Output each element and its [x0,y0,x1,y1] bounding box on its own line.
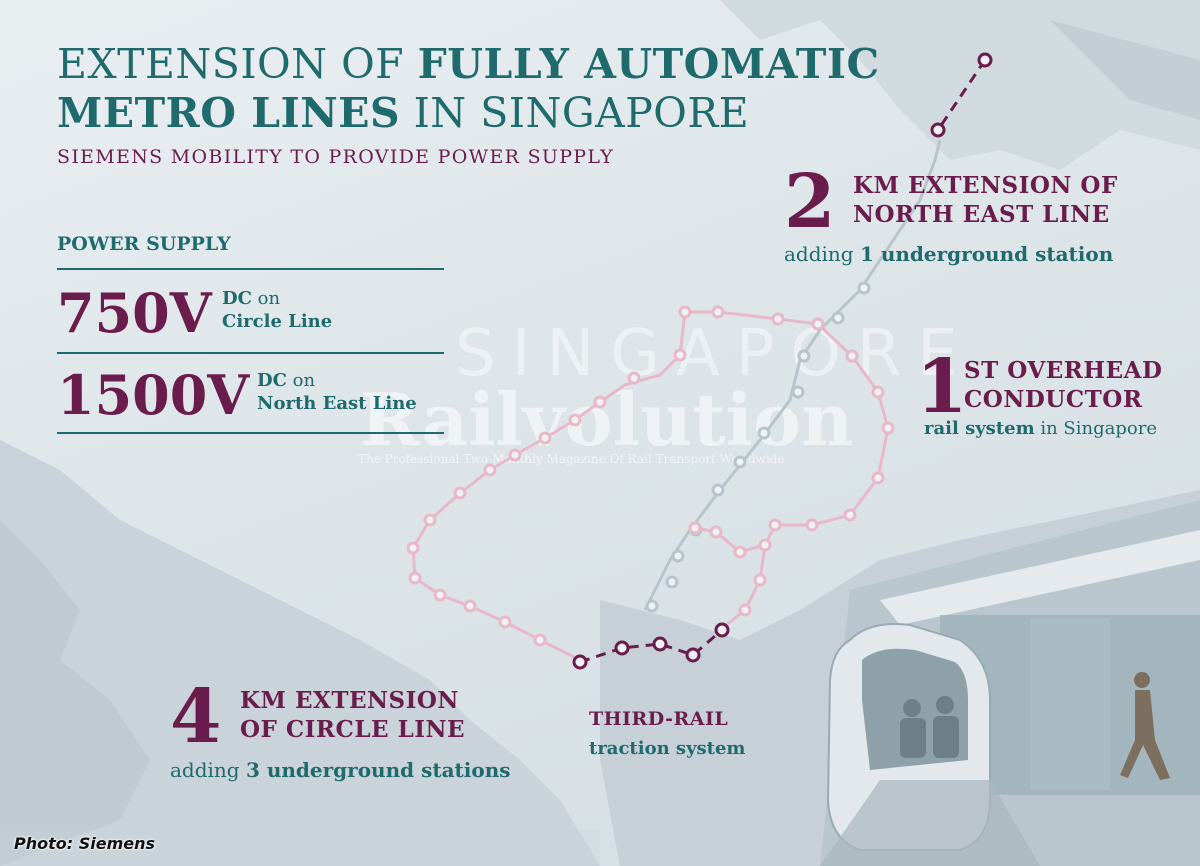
caption-prefix: adding [170,758,246,782]
voltage-750-detail: DC on Circle Line [222,288,332,333]
ccl-extension-number: 4 [170,674,222,760]
page-title-line-2: METRO LINES IN SINGAPORE [57,93,749,134]
nel-extension-station [930,122,946,138]
screen-door-panel [1030,618,1110,790]
title-emphasis: METRO LINES [57,89,401,137]
nel-extension [936,59,987,131]
caption-prefix: adding [784,242,860,266]
voltage-750: 750V [57,281,212,345]
subtitle: SIEMENS MOBILITY TO PROVIDE POWER SUPPLY [57,146,614,168]
on-label: on [251,288,281,309]
photo-credit: Photo: Siemens [14,834,156,853]
ccl-extension-caption: adding 3 underground stations [170,758,511,782]
watermark-logo: Railvolution [360,377,853,462]
page-title-line-1: EXTENSION OF FULLY AUTOMATIC [57,44,880,85]
heading-line: KM EXTENSION [240,687,459,714]
land-mass-north [600,0,1200,170]
ground-strip [0,830,600,866]
power-supply-label: POWER SUPPLY [57,233,231,255]
third-rail-caption: traction system [589,738,746,759]
caption-emphasis: 1 underground station [859,242,1114,266]
divider [57,352,444,354]
caption-suffix: in Singapore [1034,418,1157,439]
watermark-region: SINGAPORE [455,317,974,391]
north-east-line-label: North East Line [257,392,417,414]
passenger-figure [903,699,921,717]
divider [57,432,444,434]
island-northeast [1050,20,1200,120]
person-walking [1134,672,1150,688]
voltage-1500-detail: DC on North East Line [257,370,417,415]
nel-extension-number: 2 [784,159,836,245]
heading-line: CONDUCTOR [964,385,1143,413]
title-prefix: EXTENSION OF [57,40,418,88]
ccl-extension-heading: KM EXTENSION OF CIRCLE LINE [240,687,465,745]
on-label: on [286,370,316,391]
title-emphasis: FULLY AUTOMATIC [417,40,880,88]
platform-roof [880,530,1200,625]
circle-line-branch [694,526,766,554]
circle-line [411,310,890,662]
person-walking-body [1120,690,1170,780]
passenger-body [900,718,926,758]
passenger-body [933,716,959,758]
north-east-line-stations [645,281,871,613]
track [820,780,1040,866]
voltage-1500: 1500V [57,363,250,427]
land-mass-southwest [0,440,600,866]
third-rail-heading: THIRD-RAIL [589,708,729,730]
circle-line-extension-stations [572,622,730,670]
circle-line-label: Circle Line [222,310,333,332]
nel-extension-station [977,52,993,68]
caption-emphasis: 3 underground stations [245,758,511,782]
watermark-tagline: The Professional Two-Monthly Magazine Of… [358,452,785,466]
title-suffix: IN SINGAPORE [400,89,750,137]
heading-line: KM EXTENSION OF [853,172,1118,199]
divider [57,268,444,270]
overhead-number: 1 [916,344,968,430]
overhead-heading: ST OVERHEAD CONDUCTOR [964,357,1162,415]
nel-extension-caption: adding 1 underground station [784,242,1113,266]
circle-line-stations [406,305,895,647]
nel-extension-heading: KM EXTENSION OF NORTH EAST LINE [853,172,1118,230]
dc-label: DC [257,370,287,391]
passenger-figure [936,696,954,714]
heading-line: ST OVERHEAD [964,357,1163,384]
overhead-caption: rail system in Singapore [924,418,1157,439]
island-west [0,520,150,866]
heading-line: OF CIRCLE LINE [240,715,466,743]
dc-label: DC [222,288,252,309]
caption-emphasis: rail system [924,418,1035,439]
heading-line: NORTH EAST LINE [853,200,1110,228]
